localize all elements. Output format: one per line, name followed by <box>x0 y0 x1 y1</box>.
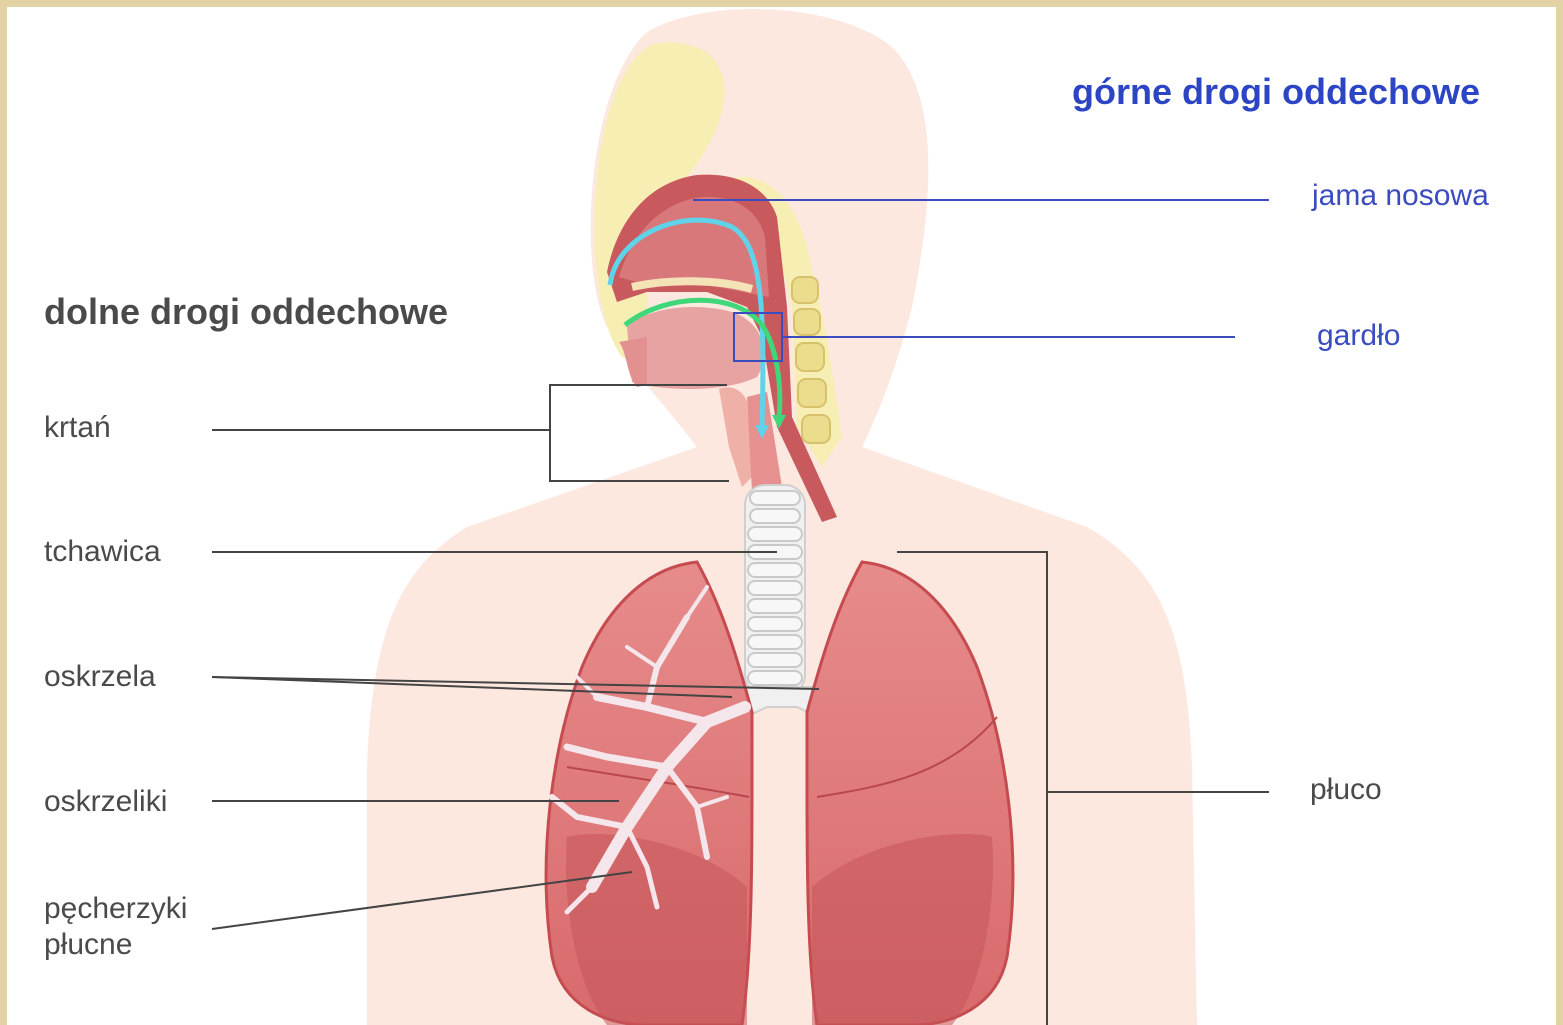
heading-lower-airways: dolne drogi oddechowe <box>44 291 448 333</box>
label-pluco: płuco <box>1310 772 1382 808</box>
trachea-ring <box>748 527 802 541</box>
diagram-frame: górne drogi oddechowe dolne drogi oddech… <box>7 7 1556 1025</box>
trachea-ring <box>748 581 802 595</box>
trachea <box>745 485 805 695</box>
respiratory-system-illustration <box>7 7 1556 1025</box>
label-jama-nosowa: jama nosowa <box>1312 178 1489 214</box>
trachea-ring <box>748 617 802 631</box>
trachea-ring <box>748 599 802 613</box>
label-oskrzeliki: oskrzeliki <box>44 784 167 820</box>
trachea-ring <box>748 635 802 649</box>
heading-upper-airways: górne drogi oddechowe <box>1072 71 1480 113</box>
trachea-ring <box>750 491 800 505</box>
trachea-ring <box>750 509 800 523</box>
label-oskrzela: oskrzela <box>44 659 156 695</box>
label-gardlo: gardło <box>1317 318 1400 354</box>
trachea-ring <box>748 671 802 685</box>
label-pecherzyki-line1: pęcherzyki <box>44 891 187 927</box>
label-krtan: krtań <box>44 410 111 446</box>
trachea-ring <box>748 563 802 577</box>
label-pecherzyki-line2: płucne <box>44 927 132 963</box>
label-tchawica: tchawica <box>44 534 161 570</box>
trachea-ring <box>748 653 802 667</box>
